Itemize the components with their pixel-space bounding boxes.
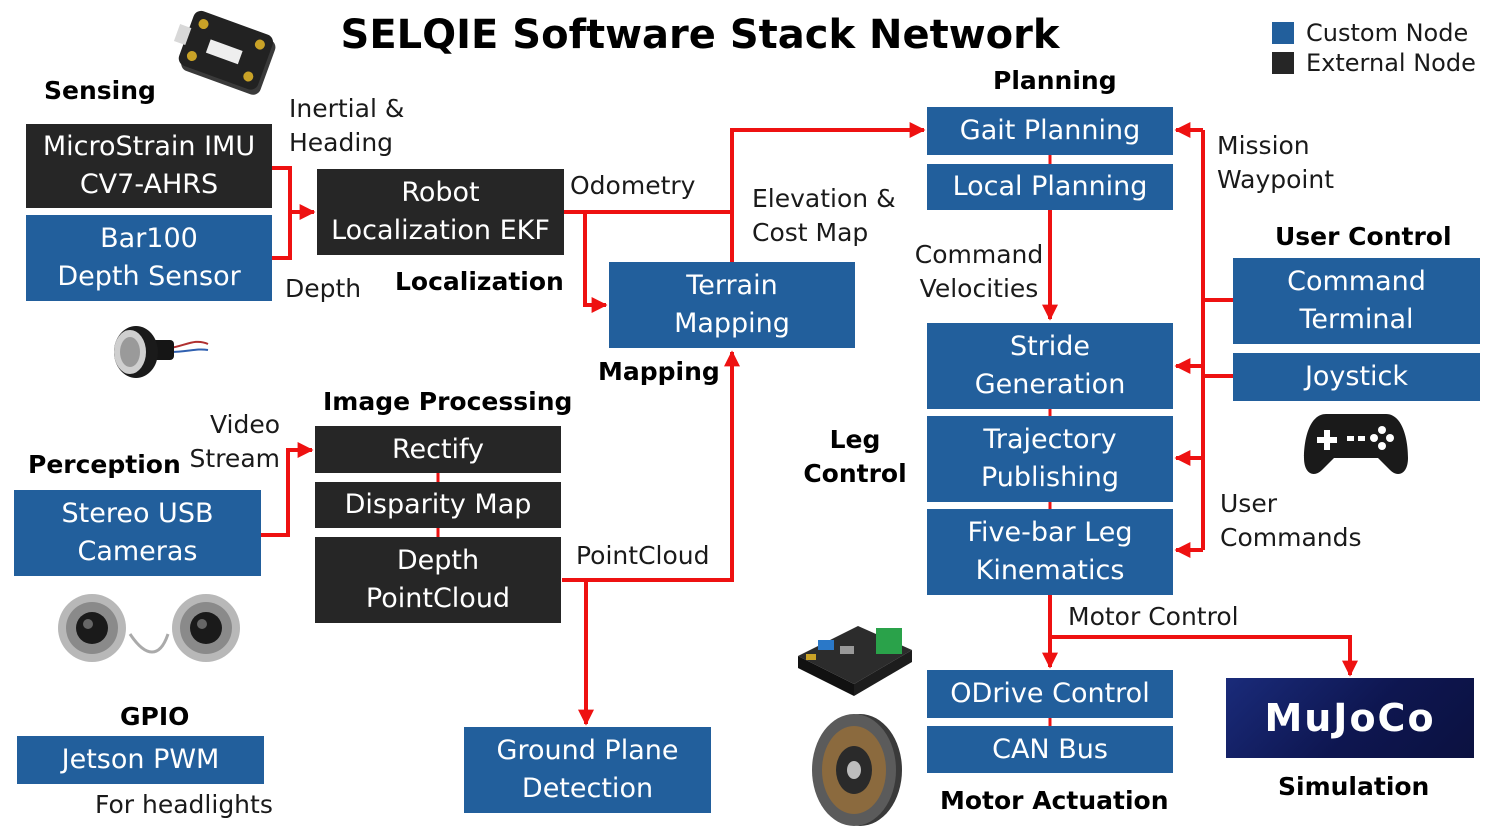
group-simulation: Simulation xyxy=(1278,772,1430,801)
node-terrain-mapping: Terrain Mapping xyxy=(609,262,855,348)
node-five-bar-leg-kinematics: Five-bar Leg Kinematics xyxy=(927,509,1173,595)
label-pointcloud: PointCloud xyxy=(576,541,710,570)
mujoco-logo: MuJoCo xyxy=(1226,678,1474,758)
label-command-velocities: Command Velocities xyxy=(914,240,1044,303)
wire-imu xyxy=(272,166,292,212)
group-user-control: User Control xyxy=(1275,222,1452,251)
node-odrive-control: ODrive Control xyxy=(927,670,1173,718)
node-jetson-pwm: Jetson PWM xyxy=(17,736,264,784)
label-elevation-cost-map: Elevation & Cost Map xyxy=(752,184,896,247)
legend-custom-swatch xyxy=(1272,22,1294,44)
motor-icon xyxy=(812,714,902,826)
arrow-to-mujoco xyxy=(1050,635,1358,677)
node-gait-planning: Gait Planning xyxy=(927,107,1173,155)
arrow-video-stream xyxy=(261,442,314,537)
odrive-board-icon xyxy=(798,626,912,696)
label-odometry: Odometry xyxy=(570,171,696,200)
group-mapping: Mapping xyxy=(598,357,720,386)
arrow-to-gait xyxy=(730,122,926,262)
node-microstrain-imu: MicroStrain IMU CV7-AHRS xyxy=(26,124,272,208)
node-robot-localization-ekf: Robot Localization EKF xyxy=(317,169,564,255)
node-ground-plane-detection: Ground Plane Detection xyxy=(464,727,711,813)
label-depth: Depth xyxy=(285,274,362,303)
group-motor-actuation: Motor Actuation xyxy=(940,786,1169,815)
group-image-processing: Image Processing xyxy=(323,387,573,416)
node-depth-pointcloud: Depth PointCloud xyxy=(315,537,561,623)
node-disparity-map: Disparity Map xyxy=(315,482,561,528)
node-stereo-usb-cameras: Stereo USB Cameras xyxy=(14,490,261,576)
group-sensing: Sensing xyxy=(44,76,156,105)
label-inertial-heading: Inertial & Heading xyxy=(289,94,405,157)
group-perception: Perception xyxy=(28,450,181,479)
group-gpio: GPIO xyxy=(120,702,190,731)
gamepad-icon xyxy=(1304,414,1408,474)
wire-depth xyxy=(272,212,292,260)
group-localization: Localization xyxy=(395,267,564,296)
legend-custom-label: Custom Node xyxy=(1306,19,1469,47)
group-planning: Planning xyxy=(993,66,1117,95)
imu-device-icon xyxy=(173,10,276,95)
label-user-commands: User Commands xyxy=(1220,489,1362,552)
legend-external-swatch xyxy=(1272,52,1294,74)
node-joystick: Joystick xyxy=(1233,353,1480,401)
label-mission-waypoint: Mission Waypoint xyxy=(1217,131,1334,194)
diagram-title: SELQIE Software Stack Network xyxy=(340,12,1060,58)
legend-external-label: External Node xyxy=(1306,49,1476,77)
label-motor-control: Motor Control xyxy=(1068,602,1239,631)
stereo-camera-icon xyxy=(58,594,240,662)
node-command-terminal: Command Terminal xyxy=(1233,258,1480,344)
node-stride-generation: Stride Generation xyxy=(927,323,1173,409)
node-bar100-depth-sensor: Bar100 Depth Sensor xyxy=(26,215,272,301)
group-leg-control: Leg Control xyxy=(803,425,907,488)
node-local-planning: Local Planning xyxy=(927,164,1173,210)
node-trajectory-publishing: Trajectory Publishing xyxy=(927,416,1173,502)
arrow-to-terrain-up xyxy=(562,350,740,582)
depth-sensor-icon xyxy=(114,326,209,378)
node-rectify: Rectify xyxy=(315,426,561,473)
node-can-bus: CAN Bus xyxy=(927,726,1173,773)
arrow-to-terrain xyxy=(583,212,608,313)
label-video-stream: Video Stream xyxy=(189,410,280,473)
label-for-headlights: For headlights xyxy=(95,790,273,819)
